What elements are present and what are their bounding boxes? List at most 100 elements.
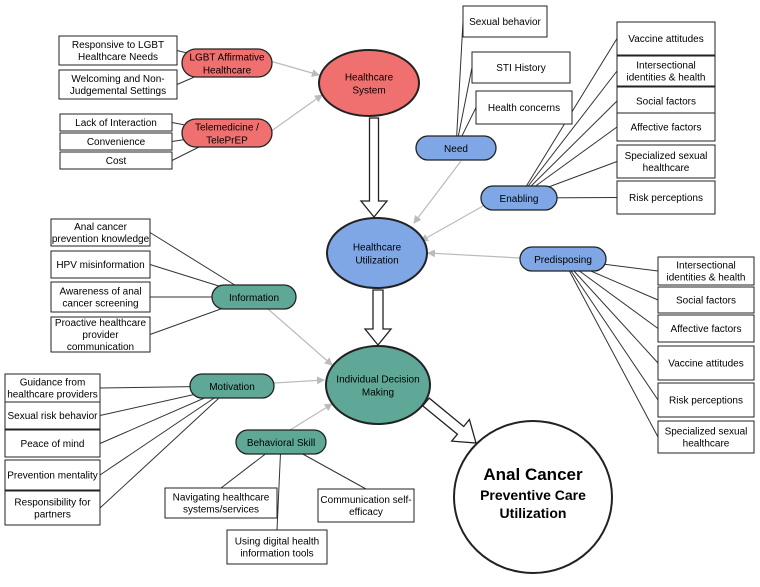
behavioral-skill-node-label: Behavioral Skill	[247, 438, 315, 449]
predisposing-item-label: Vaccine attitudes	[668, 359, 743, 370]
predisposing-item-label: Risk perceptions	[669, 396, 743, 407]
system-to-utilization-arrow	[359, 117, 389, 219]
predisposing-node-label: Predisposing	[534, 255, 592, 266]
influence-arrow	[273, 376, 325, 385]
behavioral-skill-node: Behavioral Skill	[235, 429, 327, 455]
lgbt-item-label: Welcoming and Non-Judgemental Settings	[70, 74, 166, 97]
motivation-item-box: Prevention mentality	[4, 459, 101, 491]
need-node-label: Need	[444, 144, 468, 155]
information-node-label: Information	[229, 293, 279, 304]
behavioral-item-label: Communication self-efficacy	[320, 495, 411, 518]
predisposing-item-box: Vaccine attitudes	[657, 345, 755, 381]
enabling-item-box: Affective factors	[616, 112, 716, 142]
connector-line	[518, 70, 618, 199]
flow-arrows	[267, 60, 521, 444]
influence-arrow	[269, 60, 320, 77]
telemedicine-node: Telemedicine /TelePrEP	[181, 118, 273, 148]
enabling-item-label: Affective factors	[631, 123, 702, 134]
connector-line	[455, 67, 473, 149]
decision-to-outcome-arrow	[421, 397, 477, 444]
tele-item-label: Lack of Interaction	[75, 118, 157, 129]
enabling-node-label: Enabling	[500, 194, 539, 205]
connector-line	[518, 100, 618, 199]
need-item-label: STI History	[496, 63, 545, 74]
predisposing-item-box: Risk perceptions	[657, 382, 755, 418]
connector-line	[562, 258, 659, 364]
influence-arrow	[289, 403, 333, 431]
enabling-item-box: Risk perceptions	[616, 180, 716, 215]
tele-item-box: Cost	[59, 151, 173, 170]
influence-arrow	[420, 205, 484, 242]
predisposing-node: Predisposing	[519, 246, 607, 272]
tele-item-label: Convenience	[87, 137, 146, 148]
influence-arrow	[267, 308, 333, 366]
motivation-node-label: Motivation	[209, 382, 255, 393]
connector-line	[99, 385, 233, 509]
connector-line	[99, 385, 233, 476]
telemedicine-node-label: Telemedicine /TelePrEP	[195, 122, 259, 146]
behavioral-item-box: Communication self-efficacy	[317, 488, 415, 523]
tele-item-box: Convenience	[59, 132, 173, 151]
motivation-node: Motivation	[189, 373, 275, 399]
connector-line	[276, 441, 282, 531]
enabling-item-box: Vaccine attitudes	[616, 21, 716, 56]
enabling-item-box: Social factors	[616, 86, 716, 116]
connector-line	[562, 258, 659, 438]
predisposing-item-label: Affective factors	[671, 324, 742, 335]
motivation-item-box: Peace of mind	[4, 429, 101, 458]
information-node: Information	[211, 284, 297, 310]
motivation-item-label: Peace of mind	[21, 439, 85, 450]
need-item-box: Health concerns	[475, 90, 573, 125]
connector-line	[562, 258, 659, 401]
predisposing-item-box: Social factors	[657, 286, 755, 314]
influence-arrow	[269, 94, 323, 133]
need-item-label: Health concerns	[488, 103, 560, 114]
enabling-item-label: Risk perceptions	[629, 193, 703, 204]
outcome-label-line: Anal Cancer	[483, 465, 583, 484]
enabling-item-label: Vaccine attitudes	[628, 34, 703, 45]
motivation-item-label: Sexual risk behavior	[7, 411, 98, 422]
utilization-to-decision-arrow	[363, 289, 393, 347]
influence-arrow	[427, 249, 521, 259]
motivation-item-box: Sexual risk behavior	[4, 401, 101, 430]
need-item-label: Sexual behavior	[469, 17, 541, 28]
lgbt-item-box: Welcoming and Non-Judgemental Settings	[58, 69, 178, 100]
enabling-node: Enabling	[480, 185, 558, 211]
enabling-item-label: Social factors	[636, 97, 696, 108]
tele-item-label: Cost	[106, 156, 127, 167]
tele-item-box: Lack of Interaction	[59, 113, 173, 132]
outcome-label-line: Utilization	[500, 505, 567, 521]
information-item-label: HPV misinformation	[56, 260, 144, 271]
